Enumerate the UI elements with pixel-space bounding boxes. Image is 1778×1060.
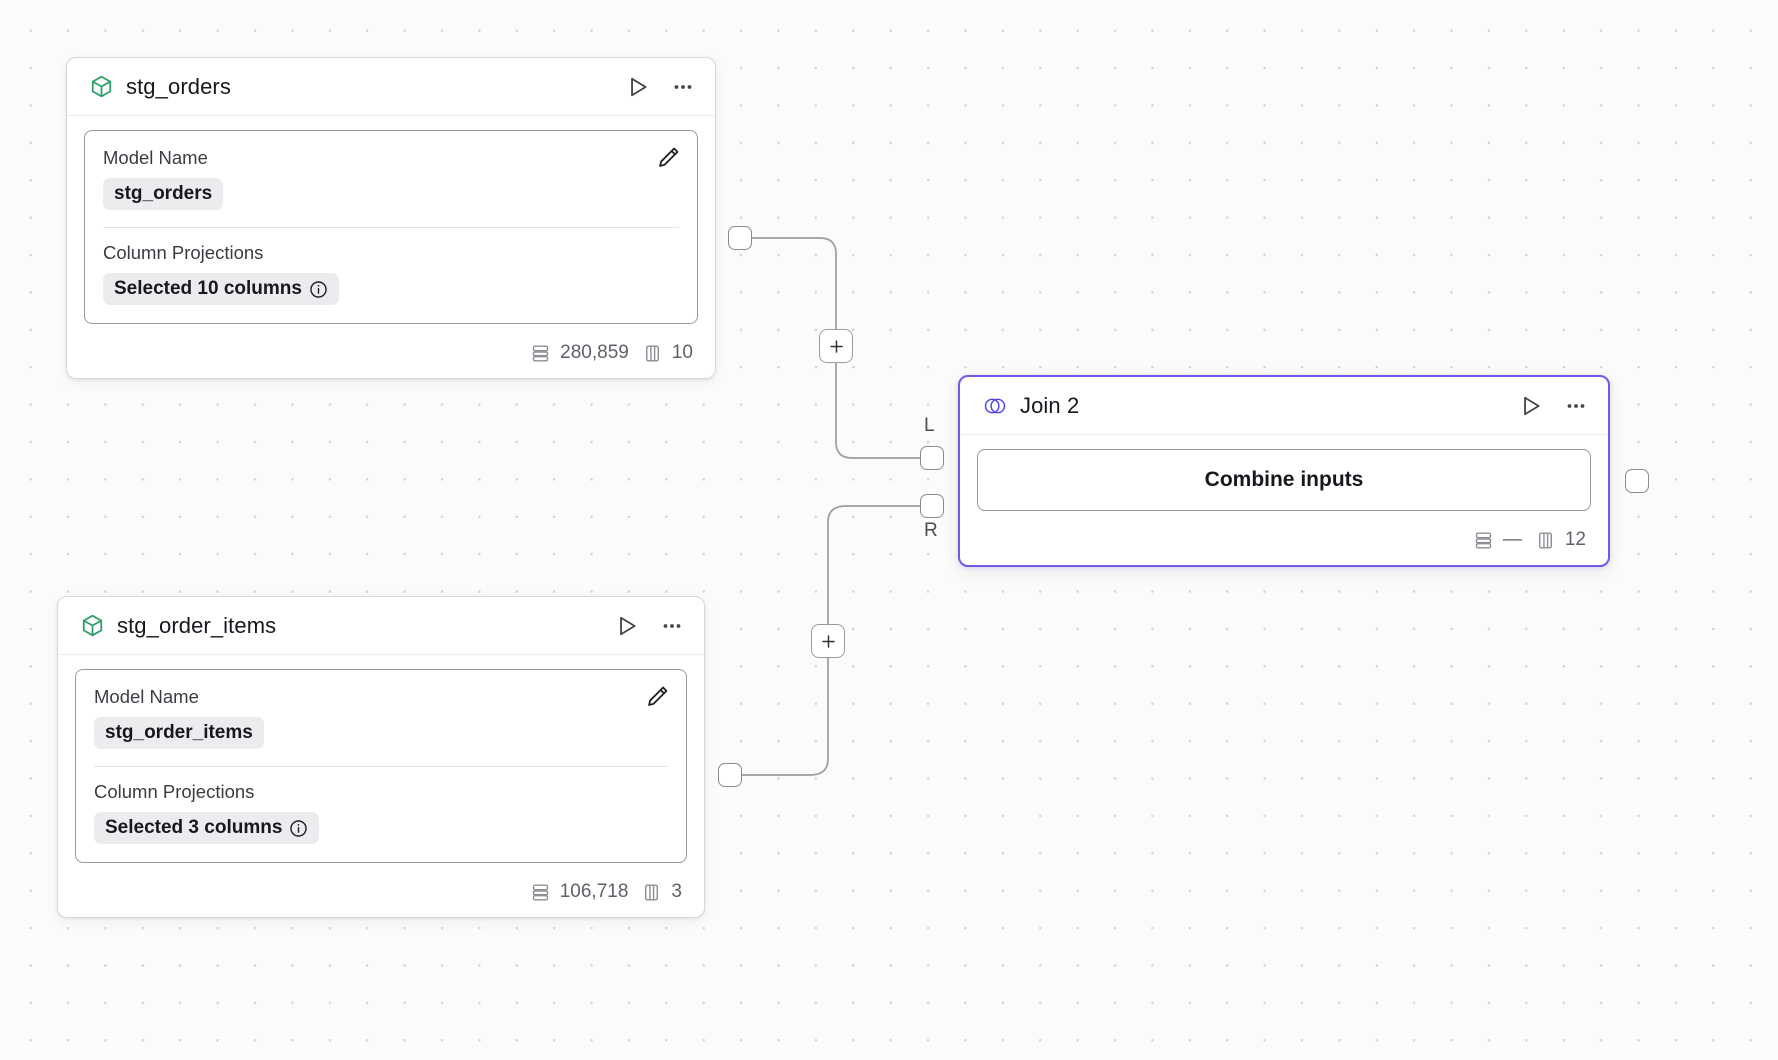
- field-label-model-name: Model Name: [94, 686, 199, 707]
- add-node-on-edge-top[interactable]: [819, 329, 853, 363]
- info-icon[interactable]: [289, 819, 308, 838]
- edit-icon[interactable]: [656, 145, 681, 170]
- node-stg-orders[interactable]: stg_orders: [66, 57, 716, 379]
- node-join-2[interactable]: Join 2 Combine inputs: [958, 375, 1610, 567]
- more-icon[interactable]: [1564, 394, 1588, 418]
- node-header: stg_order_items: [58, 597, 704, 655]
- row-count-metric: 280,859: [530, 342, 629, 364]
- edit-icon[interactable]: [645, 684, 670, 709]
- row-count-metric: —: [1473, 529, 1522, 551]
- column-count-metric: 12: [1535, 529, 1586, 551]
- more-icon[interactable]: [671, 75, 695, 99]
- chip-model-name[interactable]: stg_order_items: [94, 717, 264, 749]
- node-body: Model Name stg_orders Column Projections…: [67, 116, 715, 332]
- columns-icon: [642, 343, 663, 364]
- column-count-metric: 3: [641, 881, 682, 903]
- row-count-value: 106,718: [559, 881, 629, 902]
- join-output-handle[interactable]: [1625, 469, 1649, 493]
- model-config-panel: Model Name stg_orders Column Projections…: [84, 130, 698, 324]
- cube-icon: [89, 74, 114, 99]
- more-icon[interactable]: [660, 614, 684, 638]
- join-venn-icon: [982, 393, 1008, 419]
- node-stg-order-items[interactable]: stg_order_items: [57, 596, 705, 918]
- add-node-on-edge-bottom[interactable]: [811, 624, 845, 658]
- rows-icon: [1473, 530, 1494, 551]
- node-header: Join 2: [960, 377, 1608, 435]
- node-footer: — 12: [960, 519, 1608, 565]
- chip-value: stg_order_items: [105, 722, 253, 743]
- run-icon[interactable]: [1518, 393, 1544, 419]
- rows-icon: [530, 343, 551, 364]
- column-count-value: 3: [671, 881, 682, 902]
- node-title: Join 2: [1020, 392, 1080, 418]
- column-count-metric: 10: [642, 342, 693, 364]
- node-body: Model Name stg_order_items Column Projec…: [58, 655, 704, 871]
- model-config-panel: Model Name stg_order_items Column Projec…: [75, 669, 687, 863]
- chip-column-projections[interactable]: Selected 10 columns: [103, 273, 339, 305]
- node-header: stg_orders: [67, 58, 715, 116]
- row-count-value: —: [1502, 529, 1522, 550]
- node-footer: 106,718 3: [58, 871, 704, 917]
- chip-value: Selected 3 columns: [105, 817, 283, 838]
- join-right-input-handle[interactable]: [920, 494, 944, 518]
- node-title: stg_orders: [126, 73, 231, 99]
- chip-model-name[interactable]: stg_orders: [103, 178, 224, 210]
- panel-divider: [94, 766, 668, 767]
- field-label-model-name: Model Name: [103, 147, 208, 168]
- chip-column-projections[interactable]: Selected 3 columns: [94, 812, 320, 844]
- cube-icon: [80, 613, 105, 638]
- rows-icon: [530, 882, 551, 903]
- node-title: stg_order_items: [117, 612, 277, 638]
- columns-icon: [1535, 530, 1556, 551]
- row-count-value: 280,859: [560, 342, 629, 363]
- combine-inputs-label: Combine inputs: [1204, 468, 1364, 491]
- info-icon[interactable]: [309, 280, 328, 299]
- field-label-column-projections: Column Projections: [103, 242, 264, 263]
- columns-icon: [641, 882, 662, 903]
- column-count-value: 10: [671, 342, 693, 363]
- stg-orders-output-handle[interactable]: [728, 226, 752, 250]
- run-icon[interactable]: [614, 613, 640, 639]
- join-right-input-label: R: [924, 520, 938, 541]
- join-left-input-handle[interactable]: [920, 446, 944, 470]
- chip-value: stg_orders: [114, 183, 213, 204]
- node-footer: 280,859 10: [67, 332, 715, 378]
- column-count-value: 12: [1564, 529, 1586, 550]
- chip-value: Selected 10 columns: [114, 278, 302, 299]
- field-label-column-projections: Column Projections: [94, 781, 255, 802]
- run-icon[interactable]: [625, 74, 651, 100]
- node-body: Combine inputs: [960, 435, 1608, 519]
- stg-order-items-output-handle[interactable]: [718, 763, 742, 787]
- combine-inputs-button[interactable]: Combine inputs: [977, 449, 1591, 511]
- join-left-input-label: L: [924, 415, 935, 436]
- row-count-metric: 106,718: [530, 881, 629, 903]
- panel-divider: [103, 227, 679, 228]
